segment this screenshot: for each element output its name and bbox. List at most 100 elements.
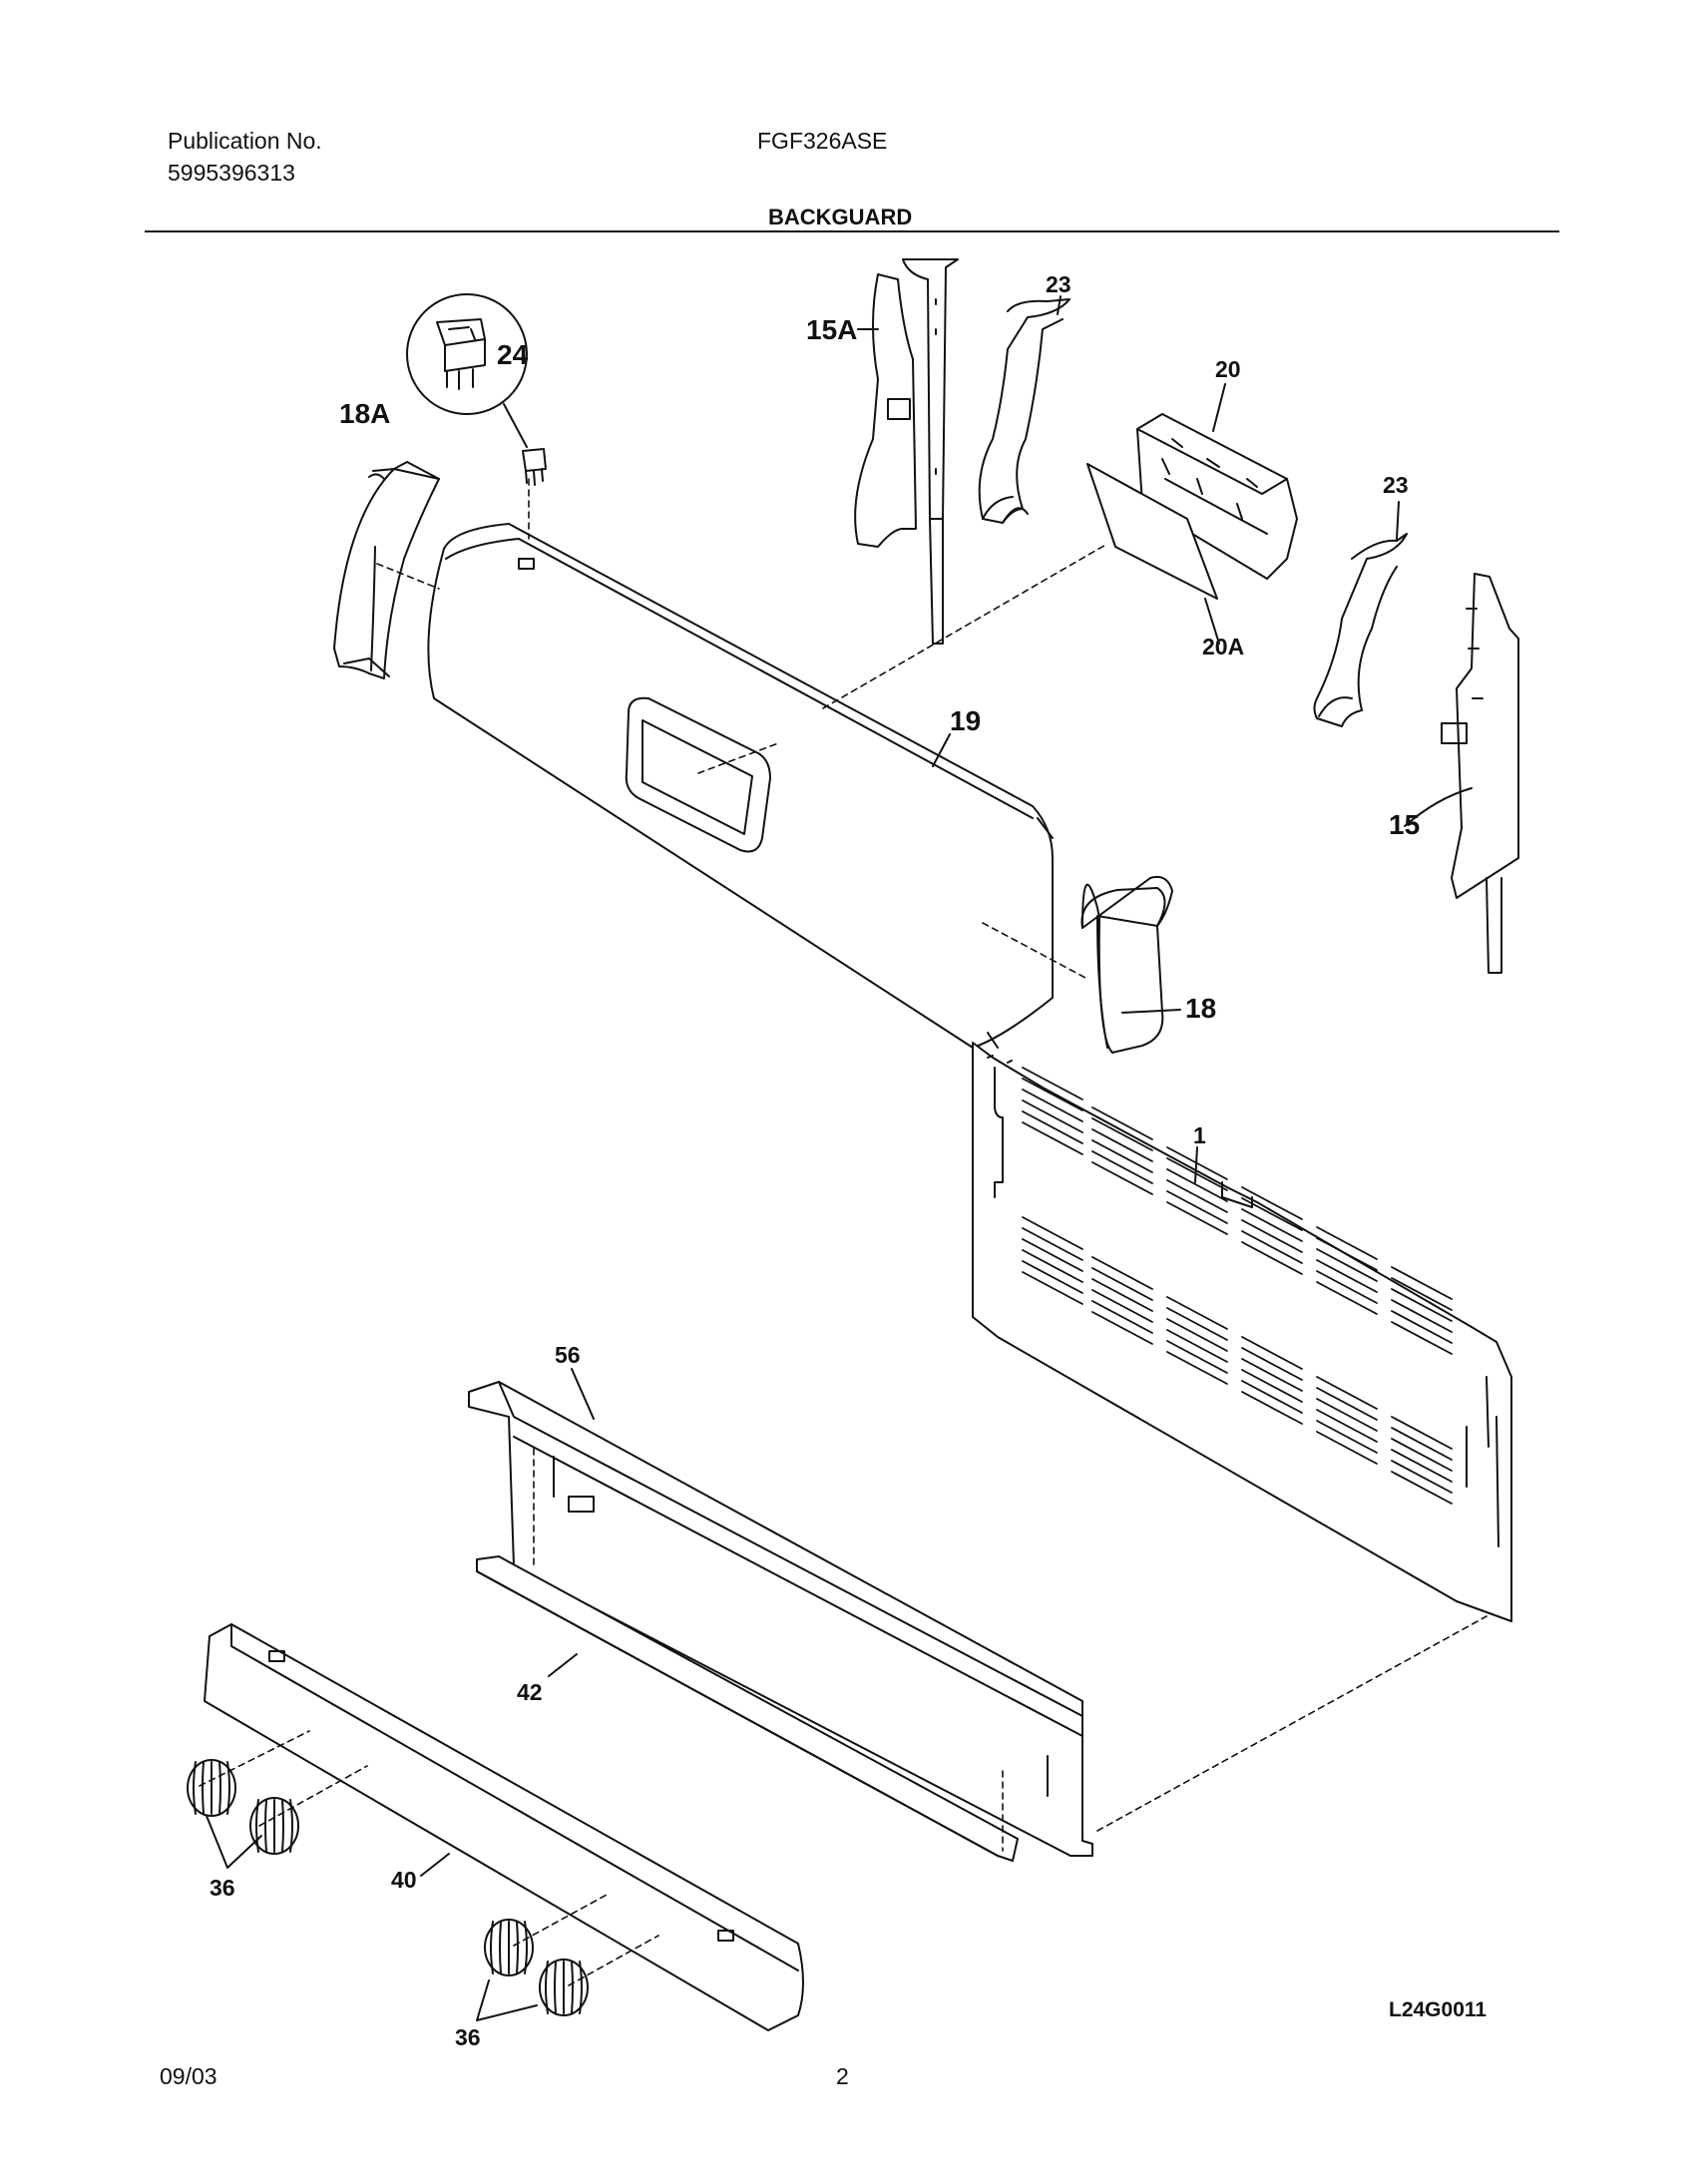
vent-slot xyxy=(1241,1358,1303,1392)
vent-slot xyxy=(1241,1197,1303,1231)
vent-slot xyxy=(1316,1248,1378,1282)
leader-36-right xyxy=(476,1979,538,2021)
vent-slot xyxy=(1091,1161,1153,1195)
vent-slot xyxy=(1391,1299,1453,1333)
vent-slot xyxy=(1091,1256,1153,1290)
vent-slot xyxy=(1316,1270,1378,1304)
vent-slot xyxy=(1316,1398,1378,1432)
vent-slot xyxy=(1391,1416,1453,1450)
vent-slot xyxy=(1241,1391,1303,1425)
control-panel xyxy=(204,1623,804,2031)
vent-slot xyxy=(1091,1150,1153,1184)
vent-slot xyxy=(1166,1190,1228,1224)
vent-slot xyxy=(1022,1089,1083,1122)
vent-slot xyxy=(1022,1121,1083,1155)
vent-slot xyxy=(1316,1409,1378,1443)
callout-18a: 18A xyxy=(339,398,390,429)
vent-slot xyxy=(1316,1387,1378,1421)
vent-slot xyxy=(1241,1380,1303,1414)
vent-slot xyxy=(1316,1259,1378,1293)
control-overlay xyxy=(1086,463,1218,600)
callout-20a: 20A xyxy=(1202,634,1244,659)
section-title: BACKGUARD xyxy=(768,205,913,229)
vent-slot xyxy=(1241,1347,1303,1381)
footer-page-number: 2 xyxy=(836,2063,849,2089)
vent-slot xyxy=(1166,1318,1228,1352)
knob xyxy=(484,1919,534,1976)
leader-18a xyxy=(368,468,395,480)
callout-18: 18 xyxy=(1185,993,1216,1024)
vent-slot xyxy=(1022,1249,1083,1283)
vent-slot xyxy=(1091,1117,1153,1151)
vent-slot xyxy=(1316,1237,1378,1271)
callout-56: 56 xyxy=(555,1342,581,1368)
vent-slot xyxy=(1316,1431,1378,1465)
vent-slot xyxy=(1022,1227,1083,1261)
vent-slot xyxy=(1166,1157,1228,1191)
vent-slot xyxy=(1022,1216,1083,1250)
vent-slot xyxy=(1316,1281,1378,1315)
callout-23-lower: 23 xyxy=(1383,472,1409,498)
left-end-cap xyxy=(333,461,440,679)
vent-slot xyxy=(1022,1078,1083,1111)
vent-slot xyxy=(1166,1168,1228,1202)
rocker-switch xyxy=(406,293,547,486)
rear-panel-vents xyxy=(1022,1067,1453,1505)
lower-trim xyxy=(476,1555,1019,1862)
control-knobs xyxy=(187,1759,589,2016)
leader-40 xyxy=(420,1853,450,1877)
knob xyxy=(249,1797,299,1855)
vent-slot xyxy=(1091,1139,1153,1173)
vent-slot xyxy=(1022,1271,1083,1305)
vent-slot xyxy=(1091,1106,1153,1140)
callout-36-left: 36 xyxy=(210,1875,235,1901)
leader-23-upper xyxy=(1057,295,1062,315)
leader-15 xyxy=(1404,787,1473,827)
assembly-guide-lines xyxy=(199,478,1488,1986)
leader-56 xyxy=(571,1368,595,1420)
knob xyxy=(539,1959,589,2016)
header-rule xyxy=(145,230,1559,232)
callout-40: 40 xyxy=(391,1867,417,1893)
vent-slot xyxy=(1166,1329,1228,1363)
callout-1: 1 xyxy=(1193,1122,1206,1148)
vent-slot xyxy=(1391,1310,1453,1344)
publication-number: 5995396313 xyxy=(168,160,295,186)
vent-slot xyxy=(1316,1376,1378,1410)
vent-slot xyxy=(1022,1099,1083,1133)
vent-slot xyxy=(1391,1449,1453,1483)
vent-slot xyxy=(1091,1300,1153,1334)
model-number: FGF326ASE xyxy=(757,128,888,154)
leader-18 xyxy=(1121,1009,1181,1014)
vent-slot xyxy=(1391,1288,1453,1322)
callout-42: 42 xyxy=(517,1679,543,1705)
mounting-panel xyxy=(468,1381,1093,1857)
vent-slot xyxy=(1241,1336,1303,1370)
upper-support-bracket xyxy=(978,298,1070,524)
leader-20 xyxy=(1212,383,1226,432)
vent-slot xyxy=(1022,1110,1083,1144)
vent-slot xyxy=(1391,1438,1453,1472)
callout-15: 15 xyxy=(1389,809,1420,840)
leader-42 xyxy=(548,1653,578,1677)
vent-slot xyxy=(1166,1307,1228,1341)
vent-slot xyxy=(1166,1296,1228,1330)
leader-23-lower xyxy=(1396,501,1400,540)
callout-23-upper: 23 xyxy=(1046,271,1071,297)
vent-slot xyxy=(1022,1260,1083,1294)
vent-slot xyxy=(1316,1226,1378,1260)
vent-slot xyxy=(1241,1186,1303,1220)
left-side-bracket xyxy=(854,258,959,645)
knob xyxy=(187,1759,236,1817)
vent-slot xyxy=(1091,1128,1153,1162)
vent-slot xyxy=(1241,1219,1303,1253)
callout-36-right: 36 xyxy=(455,2024,481,2050)
vent-slot xyxy=(1391,1460,1453,1494)
vent-slot xyxy=(1241,1208,1303,1242)
vent-slot xyxy=(1091,1278,1153,1312)
vent-slot xyxy=(1091,1289,1153,1323)
right-side-bracket xyxy=(1441,573,1519,974)
leader-1 xyxy=(1194,1146,1198,1183)
